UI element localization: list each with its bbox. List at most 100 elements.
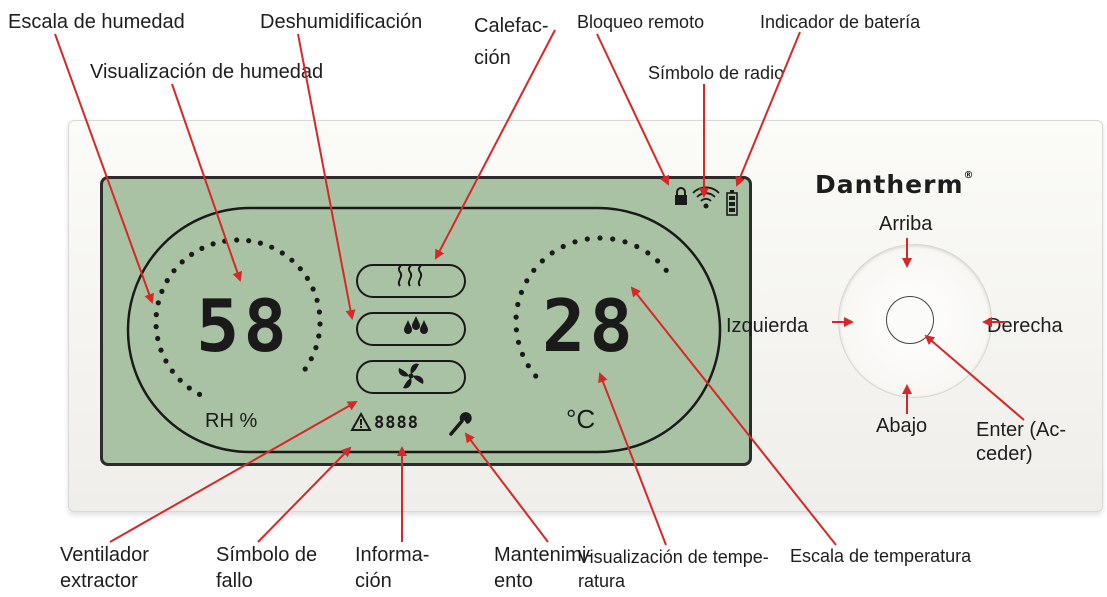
label-fault-symbol: Símbolo de fallo	[216, 544, 318, 592]
label-down: Abajo	[876, 415, 928, 437]
label-battery-indicator: Indicador de batería	[760, 12, 921, 32]
info-digits: 8888	[374, 413, 419, 433]
heating-segment	[356, 264, 466, 298]
label-exhaust-fan: Ventilador extractor	[60, 544, 149, 592]
wrench-icon	[449, 412, 472, 436]
fan-segment	[356, 360, 466, 394]
scale-dot	[186, 385, 192, 391]
scale-dot	[169, 368, 175, 374]
leader-arrow	[54, 33, 154, 304]
label-temperature-display: Visualización de tempe- ratura	[578, 547, 769, 591]
leader-arrow	[464, 432, 549, 543]
leader-arrow	[924, 334, 1025, 421]
label-enter: Enter (Ac- ceder)	[976, 419, 1067, 465]
scale-dot	[302, 366, 308, 372]
scale-dot	[317, 321, 323, 327]
scale-dot	[525, 363, 531, 369]
scale-dot	[518, 289, 525, 295]
fan-icon	[398, 363, 424, 389]
scale-dot	[234, 237, 240, 243]
humidity-reading: 58	[196, 284, 291, 368]
label-temperature-scale: Escala de temperatura	[790, 546, 972, 566]
label-dehumidification: Deshumidificación	[260, 11, 423, 33]
scale-dot	[289, 257, 295, 263]
scale-dot	[634, 243, 640, 250]
scale-dot	[153, 324, 159, 330]
scale-dot	[314, 297, 320, 303]
scale-dot	[210, 241, 216, 247]
leader-arrow	[257, 446, 352, 543]
leader-arrow	[171, 83, 243, 282]
leader-arrow	[630, 286, 837, 546]
dehumidify-icon	[404, 316, 428, 334]
scale-dot	[177, 377, 183, 383]
label-humidity-display: Visualización de humedad	[90, 61, 324, 83]
scale-dot	[171, 268, 177, 274]
scale-dot	[304, 275, 310, 281]
scale-dot	[189, 251, 195, 257]
scale-dot	[597, 235, 603, 241]
lock-icon	[675, 187, 687, 205]
scale-dot	[622, 239, 628, 245]
scale-dot	[524, 278, 530, 284]
scale-dot	[515, 301, 521, 308]
scale-dot	[179, 259, 185, 265]
scale-dot	[155, 335, 161, 342]
leader-arrow	[297, 33, 356, 320]
scale-dot	[164, 278, 170, 284]
scale-dot	[572, 239, 578, 245]
scale-dot	[533, 373, 539, 379]
scale-dot	[560, 243, 566, 250]
lcd-display	[100, 176, 752, 466]
scale-dot	[645, 250, 651, 256]
temperature-reading: 28	[542, 284, 637, 368]
leader-arrow	[735, 31, 801, 187]
label-up: Arriba	[879, 213, 933, 235]
scale-dot	[584, 236, 590, 242]
scale-dot	[313, 345, 319, 351]
scale-dot	[257, 240, 263, 246]
scale-dot	[531, 267, 537, 273]
scale-dot	[513, 327, 520, 333]
label-left: Izquierda	[726, 315, 809, 337]
scale-dot	[246, 238, 252, 244]
battery-icon	[726, 190, 738, 216]
scale-dot	[515, 339, 522, 345]
scale-dot	[153, 312, 159, 318]
scale-dot	[316, 309, 322, 315]
label-right: Derecha	[987, 315, 1063, 337]
leader-arrow	[435, 29, 556, 260]
scale-dot	[310, 286, 316, 292]
label-humidity-scale: Escala de humedad	[8, 11, 185, 33]
scale-dot	[196, 391, 203, 397]
scale-dot	[155, 300, 161, 306]
label-information: Informa- ción	[355, 544, 430, 592]
brand-logo: Dantherm®	[815, 170, 975, 199]
scale-dot	[513, 314, 519, 320]
scale-dot	[158, 347, 164, 353]
enter-button[interactable]	[886, 296, 934, 344]
scale-dot	[549, 250, 555, 256]
label-heating: Calefac- ción	[474, 15, 549, 69]
warning-icon	[350, 411, 372, 431]
scale-dot	[610, 236, 616, 242]
scale-dot	[655, 258, 661, 264]
leader-arrow	[598, 372, 667, 546]
temperature-scale	[513, 235, 669, 379]
temperature-unit: °C	[566, 404, 596, 434]
leader-arrow	[109, 401, 358, 543]
scale-dot	[308, 356, 314, 362]
scale-dot	[199, 245, 205, 251]
scale-dot	[663, 267, 669, 273]
label-radio-symbol: Símbolo de radio	[648, 63, 785, 83]
humidity-unit: RH %	[205, 410, 258, 432]
scale-dot	[539, 258, 546, 264]
scale-dot	[163, 358, 169, 364]
scale-dot	[269, 244, 275, 250]
scale-dot	[297, 266, 303, 272]
lcd-stadium-outline	[126, 206, 722, 454]
scale-dot	[316, 333, 322, 339]
dehumidify-segment	[356, 312, 466, 346]
